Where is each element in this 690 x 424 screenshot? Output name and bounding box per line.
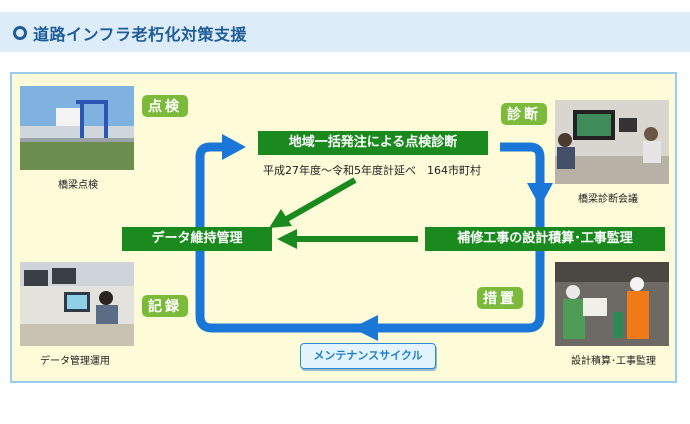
box-data-management: データ維持管理 <box>122 227 272 251</box>
box-repair-design: 補修工事の設計積算･工事監理 <box>425 227 665 251</box>
page-title: 道路インフラ老朽化対策支援 <box>33 25 248 44</box>
page-header: 道路インフラ老朽化対策支援 <box>0 12 690 52</box>
stage-tag-inspection: 点検 <box>142 95 188 117</box>
stage-tag-diagnosis: 診断 <box>501 103 547 125</box>
caption-design-supervision: 設計積算･工事監理 <box>571 356 656 367</box>
box-collective-order: 地域一括発注による点検診断 <box>258 131 488 155</box>
horizontal-green-arrow-head <box>277 229 297 249</box>
cycle-arrow-right <box>527 183 553 207</box>
caption-bridge-inspection: 橋梁点検 <box>58 180 98 191</box>
bullet-icon <box>13 26 27 40</box>
cycle-arrow-top <box>222 134 246 160</box>
caption-data-operation: データ管理運用 <box>40 356 110 367</box>
stage-tag-measures: 措置 <box>477 287 523 309</box>
stage-tag-record: 記録 <box>142 295 188 317</box>
collective-order-subtext: 平成27年度～令和5年度計延べ 164市町村 <box>263 164 481 177</box>
bridge-inspection-photo <box>20 86 134 170</box>
cycle-arrow-bottom <box>352 315 378 341</box>
design-supervision-photo <box>555 262 669 346</box>
maintenance-cycle-label: メンテナンスサイクル <box>300 343 436 369</box>
data-operation-photo <box>20 262 134 346</box>
caption-bridge-diagnosis-meeting: 橋梁診断会議 <box>578 194 638 205</box>
diagnosis-meeting-photo <box>555 100 669 184</box>
diagonal-green-arrow-line <box>283 177 357 223</box>
diagonal-green-arrow-head <box>269 209 292 228</box>
